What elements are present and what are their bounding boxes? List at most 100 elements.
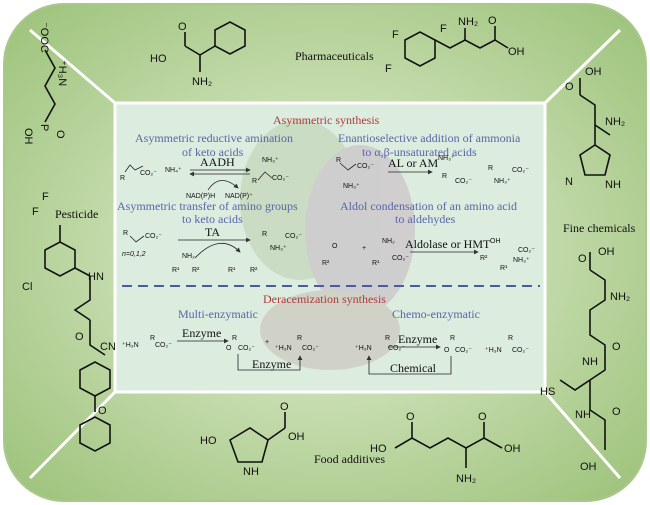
svg-text:R¹: R¹ (172, 267, 180, 274)
panel-label-food-additives: Food additives (314, 452, 385, 466)
svg-text:CO₂⁻: CO₂⁻ (512, 167, 529, 174)
panel-label-pharmaceuticals: Pharmaceuticals (295, 49, 374, 63)
enantioselective-title-2: to α,β-unsaturated acids (362, 145, 477, 159)
svg-text:O: O (565, 81, 574, 93)
svg-text:R: R (385, 335, 390, 342)
svg-text:OH: OH (508, 46, 525, 58)
svg-text:N: N (565, 176, 573, 188)
svg-text:CO₂⁻: CO₂⁻ (512, 347, 529, 354)
svg-text:⁺H₃N: ⁺H₃N (122, 342, 139, 349)
svg-text:CO₂⁻: CO₂⁻ (518, 247, 535, 254)
svg-text:Chemical: Chemical (390, 361, 437, 375)
svg-text:NH₃⁺: NH₃⁺ (513, 257, 530, 264)
svg-text:Enzyme: Enzyme (398, 332, 437, 346)
svg-text:CO₂⁻: CO₂⁻ (302, 345, 319, 352)
svg-text:NH₂: NH₂ (458, 16, 478, 28)
svg-text:F: F (440, 23, 447, 35)
svg-text:OH: OH (598, 246, 615, 258)
svg-text:O: O (332, 243, 338, 250)
svg-text:⁺H₃N: ⁺H₃N (485, 347, 502, 354)
reaction-chemo-enzymatic: ⁺H₃N R CO₂⁻ Enzyme R O CO₂⁻ ⁺H₃N R CO₂⁻ … (355, 332, 529, 375)
svg-text:O: O (578, 253, 587, 265)
svg-text:NH₂: NH₂ (456, 473, 476, 485)
svg-text:O: O (406, 411, 415, 423)
svg-text:O: O (280, 401, 289, 413)
svg-text:NH: NH (575, 409, 591, 421)
reductive-amination-title-1: Asymmetric reductive amination (135, 131, 293, 145)
svg-text:NH: NH (243, 466, 259, 478)
svg-text:R²: R² (322, 260, 330, 267)
svg-text:R¹: R¹ (500, 265, 508, 272)
svg-text:⁺H₃N: ⁺H₃N (355, 345, 372, 352)
svg-text:NAD(P)⁺: NAD(P)⁺ (225, 193, 253, 200)
svg-text:HS: HS (540, 386, 555, 398)
svg-text:O: O (478, 411, 487, 423)
aldol-title-1: Aldol condensation of an amino acid (340, 199, 517, 213)
transfer-title-1: Asymmetric transfer of amino groups (117, 199, 298, 213)
molecule-hydroxyproline: HO NH O OH (200, 401, 305, 478)
svg-text:CO₂⁻: CO₂⁻ (455, 347, 472, 354)
reductive-amination-title-2: of keto acids (182, 145, 244, 159)
enantioselective-title-1: Enantioselective addition of ammonia (338, 131, 521, 145)
svg-text:R: R (336, 157, 341, 164)
svg-text:OH: OH (288, 431, 305, 443)
reaction-ta: R CO₂⁻ n=0,1,2 TA NH₂ R¹ R² R¹ R² R CO₂⁻… (122, 225, 302, 274)
svg-text:R: R (262, 231, 267, 238)
svg-text:⁺H₃N: ⁺H₃N (275, 345, 292, 352)
reaction-aadh: R CO₂⁻ NH₄⁺ AADH NAD(P)H NAD(P)⁺ NH₃⁺ R … (120, 155, 289, 200)
svg-text:TA: TA (205, 225, 220, 239)
reaction-al-am: R CO₂⁻ NH₃⁺ AL or AM NH₃⁺ R CO₂⁻ R CO₂⁻ … (336, 155, 529, 190)
svg-text:F: F (42, 191, 49, 203)
svg-text:O: O (488, 15, 497, 27)
svg-text:P: P (38, 124, 50, 131)
svg-text:Enzyme: Enzyme (182, 326, 221, 340)
chemo-enzymatic-title: Chemo-enzymatic (392, 307, 480, 321)
svg-text:R: R (252, 178, 257, 185)
svg-text:AADH: AADH (200, 155, 235, 169)
panel-dividers (28, 28, 622, 480)
panel-label-pesticide: Pesticide (55, 207, 98, 221)
svg-text:F: F (32, 206, 39, 218)
svg-text:OH: OH (504, 443, 521, 455)
svg-text:+: + (362, 245, 366, 252)
molecule-glutamic-acid: HO O O OH NH₂ (370, 411, 521, 485)
svg-text:O: O (444, 347, 450, 354)
molecule-trifluorophenyl-amino-acid: F F F NH₂ O OH (385, 15, 525, 75)
svg-text:+: + (265, 339, 269, 346)
svg-text:HO: HO (200, 435, 217, 447)
panel-label-fine-chemicals: Fine chemicals (563, 221, 636, 235)
svg-text:CN: CN (100, 341, 116, 353)
svg-text:R²: R² (250, 267, 258, 274)
asymmetric-synthesis-heading: Asymmetric synthesis (273, 113, 380, 127)
svg-text:CO₂⁻: CO₂⁻ (145, 233, 162, 240)
svg-text:CO₂⁻: CO₂⁻ (238, 345, 255, 352)
reaction-aldolase: R² O n=0,1,2 + NH₂ R¹ CO₂⁻ Aldolase or H… (322, 237, 535, 272)
svg-text:NH₂: NH₂ (610, 291, 630, 303)
svg-text:O: O (54, 130, 66, 139)
svg-text:R¹: R¹ (228, 267, 236, 274)
svg-text:R¹: R¹ (372, 260, 380, 267)
svg-text:HO: HO (150, 53, 167, 65)
svg-text:NH: NH (582, 356, 598, 368)
svg-text:CO₂⁻: CO₂⁻ (388, 345, 405, 352)
svg-text:n=0,1,2: n=0,1,2 (122, 251, 146, 258)
svg-text:OH: OH (490, 238, 501, 245)
svg-text:R²: R² (192, 267, 200, 274)
svg-text:NH₃⁺: NH₃⁺ (438, 155, 455, 162)
svg-text:R: R (442, 173, 447, 180)
svg-text:O: O (178, 21, 187, 33)
svg-text:R: R (123, 230, 128, 237)
svg-text:CO₂⁻: CO₂⁻ (272, 175, 289, 182)
svg-text:NH: NH (605, 179, 621, 191)
svg-text:⁺H₃N: ⁺H₃N (56, 60, 68, 86)
svg-text:CO₂⁻: CO₂⁻ (155, 342, 172, 349)
svg-text:R: R (488, 165, 493, 172)
svg-text:OH: OH (22, 128, 34, 145)
svg-text:OH: OH (585, 66, 602, 78)
molecule-glufosinate: ⁻OOC ⁺H₃N P O OH (22, 22, 68, 145)
svg-text:O: O (612, 341, 621, 353)
svg-text:F: F (392, 29, 399, 41)
svg-text:NH₂: NH₂ (605, 116, 625, 128)
svg-text:Cl: Cl (22, 281, 32, 293)
